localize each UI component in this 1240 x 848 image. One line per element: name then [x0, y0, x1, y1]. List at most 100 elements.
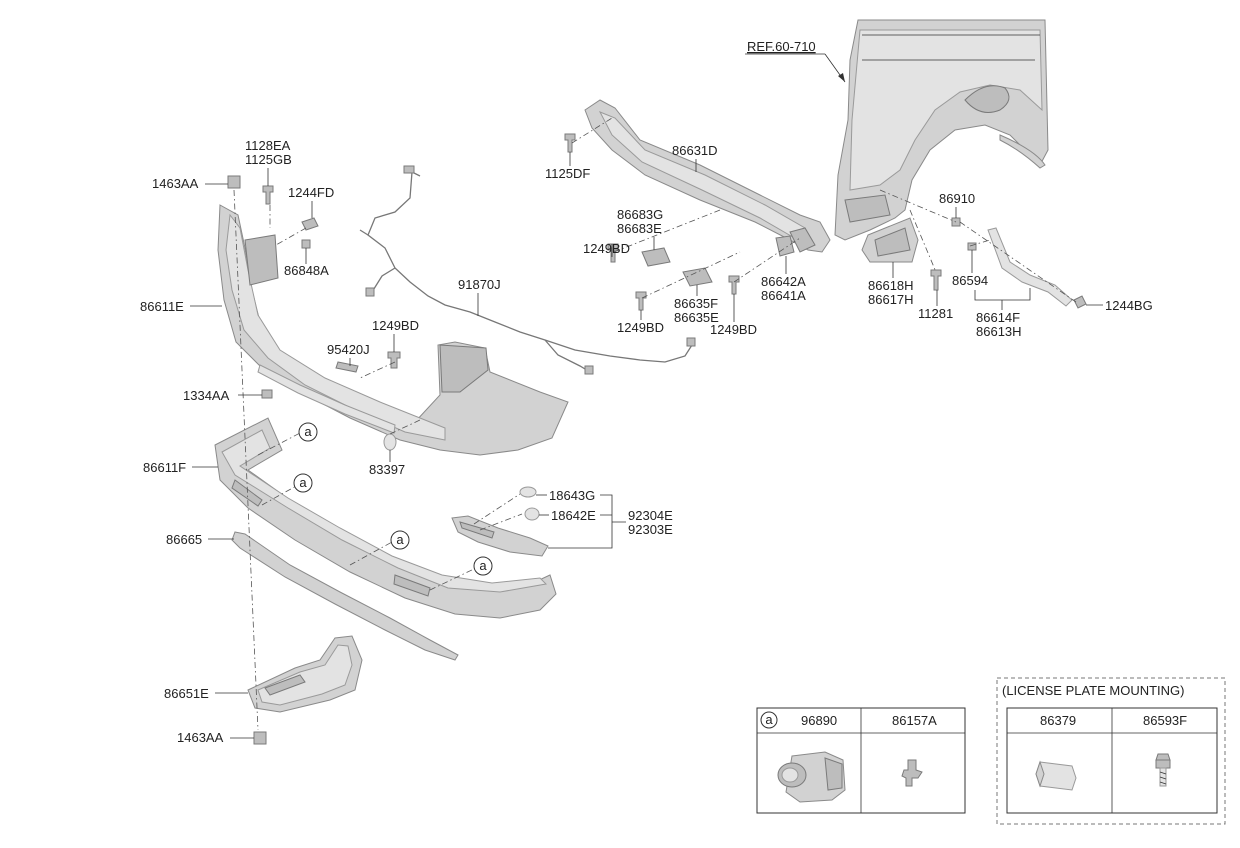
label-1249BD-b[interactable]: 1249BD	[617, 320, 664, 335]
bulb-18643G	[519, 486, 537, 498]
dash-line-6	[613, 209, 721, 253]
label-86910[interactable]: 86910	[939, 191, 975, 206]
label-1244BG[interactable]: 1244BG	[1105, 298, 1153, 313]
part-86651E	[247, 635, 363, 713]
label-1249BD-mid[interactable]: 1249BD	[372, 318, 419, 333]
label-86641A[interactable]: 86641A	[761, 288, 806, 303]
dash-line-7	[641, 251, 741, 299]
label-83397[interactable]: 83397	[369, 462, 405, 477]
bracket-86683G	[641, 247, 671, 267]
callout-a-1-text: a	[304, 424, 312, 439]
part-86631D	[584, 99, 831, 253]
license-plate-title[interactable]: (LICENSE PLATE MOUNTING)	[1002, 683, 1185, 698]
label-1463AA-top[interactable]: 1463AA	[152, 176, 199, 191]
legend-callout-a-text: a	[765, 712, 773, 727]
bracket-86635F	[682, 267, 713, 287]
license-col1-header[interactable]: 86379	[1040, 713, 1076, 728]
bolt-1244BG	[1073, 295, 1087, 309]
license-plate-section: (LICENSE PLATE MOUNTING) 86379 86593F	[996, 677, 1226, 825]
label-86613H[interactable]: 86613H	[976, 324, 1022, 339]
dash-line-16	[909, 209, 937, 273]
label-95420J[interactable]: 95420J	[327, 342, 370, 357]
label-86848A[interactable]: 86848A	[284, 263, 329, 278]
label-1249BD-c[interactable]: 1249BD	[710, 322, 757, 337]
clip-1334AA	[261, 389, 273, 399]
label-11281[interactable]: 11281	[918, 306, 953, 321]
ref-arrowhead	[838, 73, 845, 82]
label-86635E[interactable]: 86635E	[674, 310, 719, 325]
dash-line-18	[969, 239, 991, 247]
callout-a-3[interactable]: a	[390, 530, 410, 550]
part-86665	[231, 531, 459, 661]
label-1125GB[interactable]: 1125GB	[245, 152, 292, 167]
part-86614F	[987, 227, 1073, 307]
legend-col1-header[interactable]: 96890	[801, 713, 837, 728]
label-86683G[interactable]: 86683G	[617, 207, 663, 222]
label-86651E[interactable]: 86651E	[164, 686, 209, 701]
license-col2-header[interactable]: 86593F	[1143, 713, 1187, 728]
label-1249BD-a[interactable]: 1249BD	[583, 241, 630, 256]
label-1463AA-bot[interactable]: 1463AA	[177, 730, 224, 745]
callout-a-4-text: a	[479, 558, 487, 573]
label-1128EA[interactable]: 1128EA	[245, 138, 291, 153]
dash-line-4	[389, 419, 421, 435]
plug-83397	[383, 433, 397, 451]
bolt-1249BD-a	[607, 243, 619, 263]
part-92304E	[451, 515, 549, 557]
label-86611F[interactable]: 86611F	[143, 460, 186, 475]
screw-1128EA	[262, 185, 274, 205]
leader-92304E	[548, 494, 626, 549]
callout-a-3-text: a	[396, 532, 404, 547]
sensor-96890-image	[777, 751, 846, 803]
label-18643G[interactable]: 18643G	[549, 488, 595, 503]
label-86642A[interactable]: 86642A	[761, 274, 806, 289]
clip-86594	[967, 242, 977, 251]
callout-a-4[interactable]: a	[473, 556, 493, 576]
label-86617H[interactable]: 86617H	[868, 292, 914, 307]
label-92304E[interactable]: 92304E	[628, 508, 673, 523]
label-86618H[interactable]: 86618H	[868, 278, 914, 293]
bolt-11281	[930, 269, 942, 291]
part-95420J	[335, 361, 359, 373]
label-86683E[interactable]: 86683E	[617, 221, 662, 236]
label-1334AA[interactable]: 1334AA	[183, 388, 230, 403]
ref-label[interactable]: REF.60-710	[747, 39, 816, 54]
legend-col2-header[interactable]: 86157A	[892, 713, 937, 728]
screw-86593F-image	[1155, 753, 1171, 787]
label-86635F[interactable]: 86635F	[674, 296, 718, 311]
clip-86848A	[301, 239, 311, 249]
part-86611F	[214, 417, 557, 619]
bolt-1249BD-c	[728, 275, 740, 295]
bulb-18642E	[524, 507, 540, 521]
label-86594[interactable]: 86594	[952, 273, 988, 288]
dash-line-14	[473, 493, 521, 525]
callout-a-2[interactable]: a	[293, 473, 313, 493]
callout-a-1[interactable]: a	[298, 422, 318, 442]
leader-86614F	[974, 288, 1031, 310]
bolt-1125DF	[564, 133, 576, 153]
label-86614F[interactable]: 86614F	[976, 310, 1020, 325]
label-86631D[interactable]: 86631D	[672, 143, 718, 158]
dash-line-12	[429, 567, 477, 591]
bolt-1249BD-mid	[387, 351, 401, 369]
part-91870J-wiring	[359, 165, 696, 375]
label-86611E[interactable]: 86611E	[140, 299, 184, 314]
label-18642E[interactable]: 18642E	[551, 508, 596, 523]
dash-line-11	[349, 541, 393, 566]
clip-1463AA-top	[227, 175, 241, 189]
pad-86379-image	[1035, 760, 1077, 791]
part-86611E	[217, 204, 569, 456]
bolt-1249BD-b	[635, 291, 647, 311]
label-91870J[interactable]: 91870J	[458, 277, 501, 292]
clip-86157A-image	[901, 759, 923, 787]
dash-line-2	[275, 227, 307, 246]
label-86665[interactable]: 86665	[166, 532, 202, 547]
dash-line-15	[879, 189, 957, 223]
legend-callout-a	[760, 711, 778, 729]
label-92303E[interactable]: 92303E	[628, 522, 673, 537]
label-1125DF[interactable]: 1125DF	[545, 166, 590, 181]
dash-line-3	[359, 361, 396, 379]
clip-1463AA-bot	[253, 731, 267, 745]
label-1244FD[interactable]: 1244FD	[288, 185, 334, 200]
